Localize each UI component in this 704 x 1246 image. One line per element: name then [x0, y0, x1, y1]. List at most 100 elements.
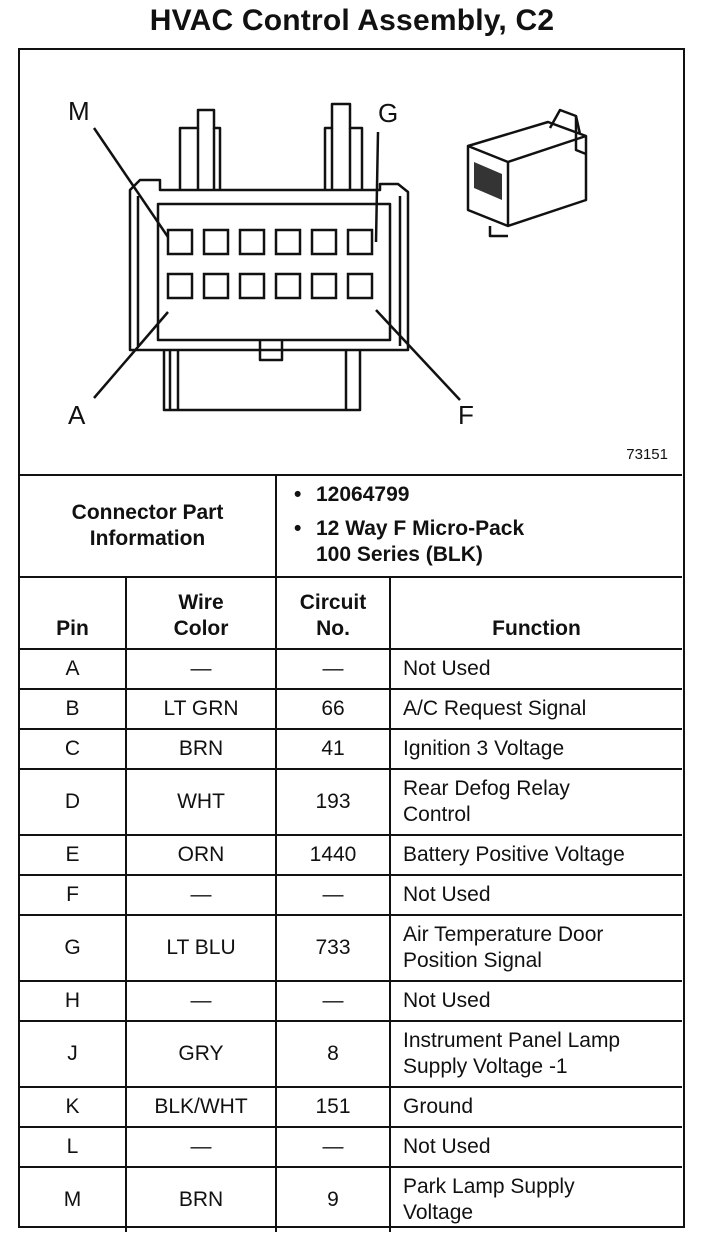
circuit-cell: — [275, 648, 391, 690]
pin-cell: K [20, 1086, 127, 1128]
header-circuit-line2: No. [316, 617, 350, 640]
function-cell: Ignition 3 Voltage [389, 728, 682, 770]
circuit-cell: — [275, 1126, 391, 1168]
function-cell: Not Used [389, 980, 682, 1022]
function-cell: Battery Positive Voltage [389, 834, 682, 876]
wire-color-cell: GRY [125, 1020, 277, 1088]
connector-sheet: M G A F 73151 Connector Part Information… [18, 48, 685, 1232]
pin-cell: D [20, 768, 127, 836]
wire-color-cell: BRN [125, 728, 277, 770]
connector-face-drawing [92, 102, 588, 412]
circuit-cell: — [275, 980, 391, 1022]
circuit-cell: 9 [275, 1166, 391, 1232]
function-line1: Not Used [403, 657, 491, 680]
function-line2: Position Signal [403, 949, 542, 972]
figure-number: 73151 [626, 446, 668, 463]
pin-cell: J [20, 1020, 127, 1088]
wire-color-cell: — [125, 980, 277, 1022]
wire-color-cell: BLK/WHT [125, 1086, 277, 1128]
pin-cell: G [20, 914, 127, 982]
function-line1: Ignition 3 Voltage [403, 737, 565, 760]
function-line1: Not Used [403, 1135, 491, 1158]
connector-info-label-line1: Connector Part [71, 501, 224, 524]
pin-label-m: M [68, 96, 90, 126]
function-cell: Not Used [389, 1126, 682, 1168]
wire-color-cell: LT BLU [125, 914, 277, 982]
wire-color-cell: LT GRN [125, 688, 277, 730]
function-line1: Battery Positive Voltage [403, 843, 625, 866]
function-line2: Voltage [403, 1201, 474, 1224]
table-row: A——Not Used [20, 648, 682, 690]
wire-color-cell: BRN [125, 1166, 277, 1232]
wire-color-cell: — [125, 874, 277, 916]
page-title: HVAC Control Assembly, C2 [149, 4, 555, 37]
function-line2: Control [403, 803, 471, 826]
connector-type: 12 Way F Micro-Pack 100 Series (BLK) [290, 516, 680, 568]
connector-type-line2: 100 Series (BLK) [316, 543, 483, 566]
circuit-cell: — [275, 874, 391, 916]
function-cell: Not Used [389, 648, 682, 690]
function-line1: Not Used [403, 883, 491, 906]
function-line1: A/C Request Signal [403, 697, 587, 720]
header-function: Function [389, 578, 682, 650]
table-row: H——Not Used [20, 980, 682, 1022]
table-row: F——Not Used [20, 874, 682, 916]
function-cell: Not Used [389, 874, 682, 916]
pin-label-f: F [458, 400, 474, 430]
pin-cell: M [20, 1166, 127, 1232]
connector-info-label: Connector Part Information [20, 476, 277, 576]
function-line1: Air Temperature Door [403, 923, 604, 946]
connector-diagram: M G A F 73151 [20, 50, 682, 476]
wire-color-cell: ORN [125, 834, 277, 876]
connector-info-list: 12064799 12 Way F Micro-Pack 100 Series … [290, 482, 680, 576]
circuit-cell: 733 [275, 914, 391, 982]
connector-type-line1: 12 Way F Micro-Pack [316, 517, 525, 540]
header-wire-color-line1: Wire [178, 591, 224, 614]
function-line1: Instrument Panel Lamp [403, 1029, 621, 1052]
function-line1: Rear Defog Relay [403, 777, 570, 800]
pin-label-g: G [378, 98, 399, 128]
circuit-cell: 41 [275, 728, 391, 770]
header-circuit-line1: Circuit [299, 591, 367, 614]
pin-cell: L [20, 1126, 127, 1168]
circuit-cell: 1440 [275, 834, 391, 876]
pin-cell: H [20, 980, 127, 1022]
table-row: L——Not Used [20, 1126, 682, 1168]
circuit-cell: 193 [275, 768, 391, 836]
wire-color-cell: WHT [125, 768, 277, 836]
function-line1: Park Lamp Supply [403, 1175, 575, 1198]
pin-cell: E [20, 834, 127, 876]
function-cell: A/C Request Signal [389, 688, 682, 730]
circuit-cell: 151 [275, 1086, 391, 1128]
wire-color-cell: — [125, 1126, 277, 1168]
header-pin: Pin [20, 578, 127, 650]
connector-part-info: Connector Part Information 12064799 12 W… [20, 476, 682, 578]
wire-color-cell: — [125, 648, 277, 690]
pin-cell: B [20, 688, 127, 730]
pin-cell: F [20, 874, 127, 916]
function-cell: Ground [389, 1086, 682, 1128]
function-line2: Supply Voltage -1 [403, 1055, 568, 1078]
pin-label-a: A [68, 400, 86, 430]
function-line1: Ground [403, 1095, 474, 1118]
circuit-cell: 8 [275, 1020, 391, 1088]
function-line1: Not Used [403, 989, 491, 1012]
pin-cell: C [20, 728, 127, 770]
pin-cell: A [20, 648, 127, 690]
connector-info-label-line2: Information [89, 527, 206, 550]
